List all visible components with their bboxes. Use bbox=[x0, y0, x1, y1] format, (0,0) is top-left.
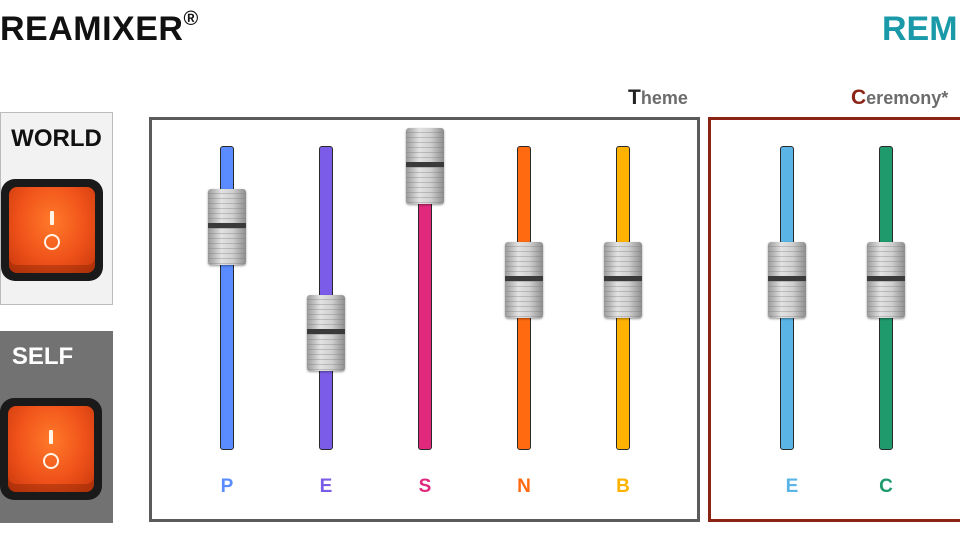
fader-label: C bbox=[879, 476, 893, 497]
fader-label: N bbox=[517, 476, 531, 497]
power-on-icon bbox=[49, 430, 53, 444]
fader-knob[interactable] bbox=[505, 242, 543, 318]
app-title: REAMIXER® bbox=[0, 8, 199, 49]
app-title-right: REM bbox=[882, 10, 958, 48]
self-switch-panel: SELF bbox=[0, 331, 113, 523]
fader-knob[interactable] bbox=[406, 128, 444, 205]
fader-knob[interactable] bbox=[867, 242, 905, 318]
registered-mark: ® bbox=[183, 8, 199, 30]
ceremony-title-cap: C bbox=[851, 86, 867, 109]
fader-label: P bbox=[220, 476, 234, 497]
world-switch-label: WORLD bbox=[11, 125, 102, 152]
ceremony-group-frame bbox=[708, 117, 960, 522]
world-switch-panel: WORLD bbox=[0, 112, 113, 305]
fader-knob[interactable] bbox=[208, 189, 246, 266]
fader-knob[interactable] bbox=[307, 294, 345, 371]
rocker-face[interactable] bbox=[9, 187, 95, 273]
ceremony-title-rest: eremony* bbox=[866, 88, 949, 108]
self-rocker-switch[interactable] bbox=[0, 398, 102, 500]
power-off-icon bbox=[44, 234, 60, 250]
fader-label: E bbox=[319, 476, 333, 497]
self-switch-label: SELF bbox=[11, 343, 74, 370]
fader-knob[interactable] bbox=[768, 242, 806, 318]
theme-title-rest: heme bbox=[640, 88, 688, 108]
theme-title-cap: T bbox=[628, 86, 641, 109]
fader-label: B bbox=[616, 476, 630, 497]
app-title-text: REAMIXER bbox=[0, 10, 184, 48]
fader-label: S bbox=[418, 476, 432, 497]
power-off-icon bbox=[43, 453, 59, 469]
fader-knob[interactable] bbox=[604, 242, 642, 318]
ceremony-group-title: Ceremony* bbox=[851, 86, 948, 110]
world-rocker-switch[interactable] bbox=[1, 179, 103, 281]
power-on-icon bbox=[50, 211, 54, 225]
rocker-face[interactable] bbox=[8, 406, 94, 492]
theme-group-frame bbox=[149, 117, 700, 522]
theme-group-title: Theme bbox=[628, 86, 688, 110]
fader-label: E bbox=[785, 476, 799, 497]
